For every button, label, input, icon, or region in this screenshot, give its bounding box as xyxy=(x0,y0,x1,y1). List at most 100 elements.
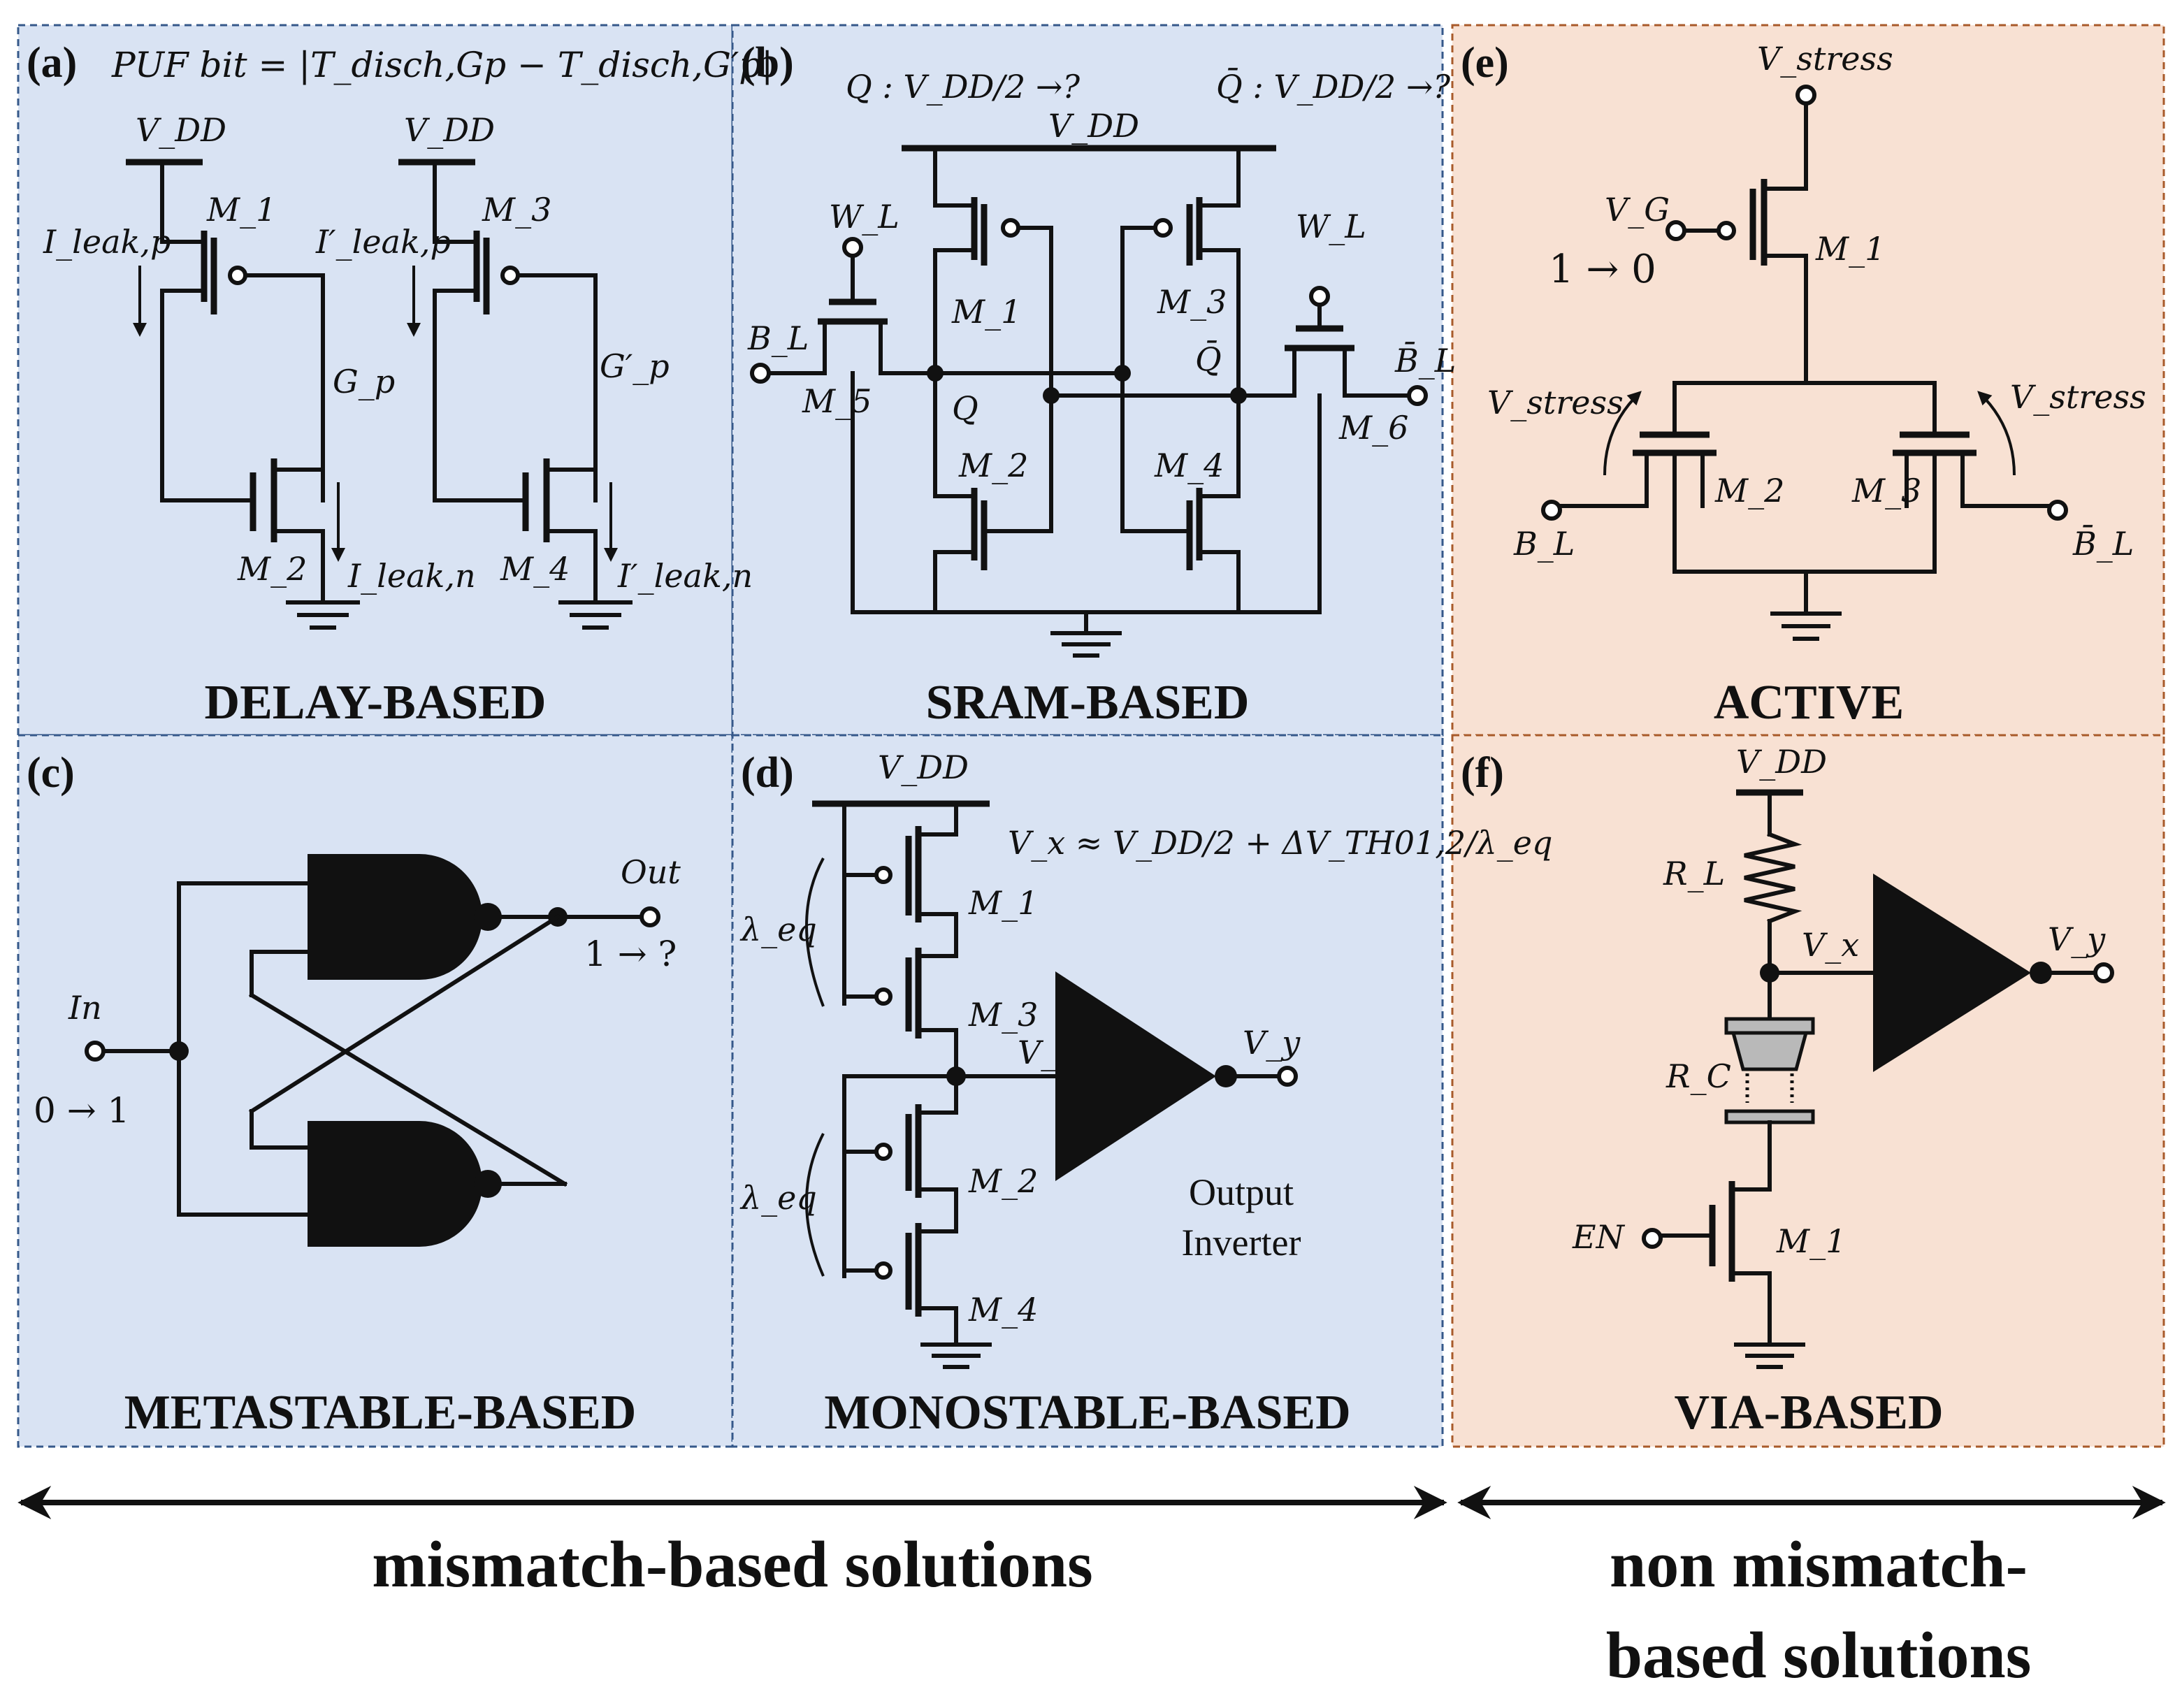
vx-formula: V_x ≈ V_DD/2 + ΔV_TH01,2/λ_eq xyxy=(1008,824,1552,862)
m4-label-b: M_4 xyxy=(1154,447,1224,484)
vstress-left-label: V_stress xyxy=(1487,384,1624,421)
panel-f-label: (f) xyxy=(1461,749,1504,797)
blbar-terminal xyxy=(1407,385,1428,406)
nand-gate-top xyxy=(308,854,482,980)
delay-circuit-left: V_DD M_1 I_leak,p G_p M_2 I_le xyxy=(43,111,476,630)
m2-label-e: M_2 xyxy=(1714,472,1784,509)
panel-f-title: VIA-BASED xyxy=(1674,1386,1943,1440)
panel-b-title: SRAM-BASED xyxy=(926,676,1250,730)
m2-label-b: M_2 xyxy=(958,447,1028,484)
m1-label-e: M_1 xyxy=(1815,230,1885,268)
vy-terminal-f xyxy=(2093,962,2114,983)
bl-terminal-e xyxy=(1541,500,1562,521)
m3-label-b: M_3 xyxy=(1157,283,1227,321)
panel-e: (e) V_stress V_G 1 → 0 M_1 B_L M_2 xyxy=(1461,39,2146,730)
vdd-label-f: V_DD xyxy=(1736,743,1827,781)
panel-a-title: DELAY-BASED xyxy=(205,676,547,730)
vstress-right-label: V_stress xyxy=(2010,378,2146,416)
ileak-n-label: I_leak,n xyxy=(347,557,476,595)
inverter-label-1: Output xyxy=(1189,1171,1294,1213)
mismatch-label: mismatch-based solutions xyxy=(372,1528,1093,1601)
m1-gate-bubble-b xyxy=(1001,218,1020,238)
m1-label: M_1 xyxy=(206,191,276,229)
vdd-right-label: V_DD xyxy=(404,111,495,149)
vdd-left-label: V_DD xyxy=(136,111,226,149)
via-resistor xyxy=(1724,1017,1815,1124)
in-terminal xyxy=(85,1041,106,1062)
vg-label: V_G xyxy=(1605,191,1670,229)
ileak-p-label: I_leak,p xyxy=(43,223,171,261)
panel-b-label: (b) xyxy=(741,39,794,87)
m4-label: M_4 xyxy=(500,550,570,588)
blbar-terminal-e xyxy=(2047,500,2068,521)
m1-label-d: M_1 xyxy=(968,884,1038,922)
bl-label-e: B_L xyxy=(1513,525,1575,563)
m3-label-e: M_3 xyxy=(1851,472,1921,509)
vy-label-f: V_y xyxy=(2048,920,2106,958)
panel-d: (d) V_DD V_x ≈ V_DD/2 + ΔV_TH01,2/λ_eq M… xyxy=(739,748,1552,1440)
m2-label: M_2 xyxy=(237,550,307,588)
resistor-rl xyxy=(1744,832,1802,924)
vg-terminal xyxy=(1665,220,1686,241)
ileak-n-prime-label: I′_leak,n xyxy=(617,557,753,595)
panel-e-label: (e) xyxy=(1461,39,1509,87)
panel-d-label: (d) xyxy=(741,749,794,797)
ileak-p-prime-label: I′_leak,p xyxy=(315,223,451,261)
wl-right-label: W_L xyxy=(1296,208,1366,245)
m3-gate-bubble xyxy=(500,266,520,285)
lambda-top: λ_eq xyxy=(739,911,817,948)
bl-label: B_L xyxy=(747,319,809,357)
panel-a-label: (a) xyxy=(27,39,77,87)
inverter-label-2: Inverter xyxy=(1182,1222,1301,1264)
vdd-label: V_DD xyxy=(1048,107,1139,145)
m3-label-d: M_3 xyxy=(968,996,1038,1034)
vstress-top-label: V_stress xyxy=(1757,40,1893,78)
m3-label: M_3 xyxy=(482,191,551,229)
panel-c-label: (c) xyxy=(27,749,75,797)
blbar-label: B̄_L xyxy=(1394,341,1456,379)
in-label: In xyxy=(68,989,102,1027)
panel-d-title: MONOSTABLE-BASED xyxy=(824,1386,1350,1440)
wl-left-label: W_L xyxy=(829,198,899,236)
bl-terminal xyxy=(750,363,771,384)
en-terminal xyxy=(1642,1228,1663,1249)
panel-f: (f) V_DD R_L V_x R_C EN M_1 xyxy=(1461,743,2114,1440)
wl-left-terminal xyxy=(842,237,863,258)
panel-a: (a) PUF bit = |T_disch,Gp − T_disch,G′p|… xyxy=(27,39,773,730)
m3-gate-bubble-b xyxy=(1153,218,1173,238)
m2-label-d: M_2 xyxy=(968,1162,1038,1200)
rc-label: R_C xyxy=(1665,1057,1731,1095)
qbar-node-label: Q̄ xyxy=(1195,340,1222,378)
qbar-expression: Q̄ : V_DD/2 →? xyxy=(1216,67,1450,106)
out-label: Out xyxy=(621,853,681,891)
non-mismatch-label-2: based solutions xyxy=(1606,1619,2032,1692)
gp-prime-label: G′_p xyxy=(600,347,670,385)
vstress-top-terminal xyxy=(1795,85,1816,106)
out-transition: 1 → ? xyxy=(584,934,677,974)
nand-gate-bottom xyxy=(308,1121,482,1247)
vy-label-d: V_y xyxy=(1243,1024,1301,1062)
vdd-label-d: V_DD xyxy=(878,748,969,786)
q-node-label: Q xyxy=(952,389,978,427)
lambda-bottom: λ_eq xyxy=(739,1179,817,1217)
vx-label-f: V_x xyxy=(1802,926,1859,964)
rl-label: R_L xyxy=(1663,855,1725,892)
in-transition: 0 → 1 xyxy=(34,1090,129,1131)
output-inverter xyxy=(1055,971,1216,1181)
wl-right-terminal xyxy=(1309,286,1330,307)
panel-c-title: METASTABLE-BASED xyxy=(124,1386,637,1440)
q-expression: Q : V_DD/2 →? xyxy=(846,68,1080,106)
m1-gate-bubble xyxy=(228,266,247,285)
panel-a-formula: PUF bit = |T_disch,Gp − T_disch,G′p| xyxy=(111,45,773,85)
non-mismatch-label-1: non mismatch- xyxy=(1610,1528,2028,1601)
vg-transition: 1 → 0 xyxy=(1549,247,1656,292)
panel-e-title: ACTIVE xyxy=(1714,676,1904,730)
out-terminal xyxy=(640,906,660,927)
m6-label: M_6 xyxy=(1338,409,1408,447)
bottom-captions: mismatch-based solutions non mismatch- b… xyxy=(17,1486,2166,1692)
vy-terminal-d xyxy=(1277,1066,1298,1087)
m5-label: M_5 xyxy=(802,382,872,420)
blbar-label-e: B̄_L xyxy=(2072,524,2134,563)
panel-b: (b) Q : V_DD/2 →? Q̄ : V_DD/2 →? V_DD M_… xyxy=(741,39,1456,730)
